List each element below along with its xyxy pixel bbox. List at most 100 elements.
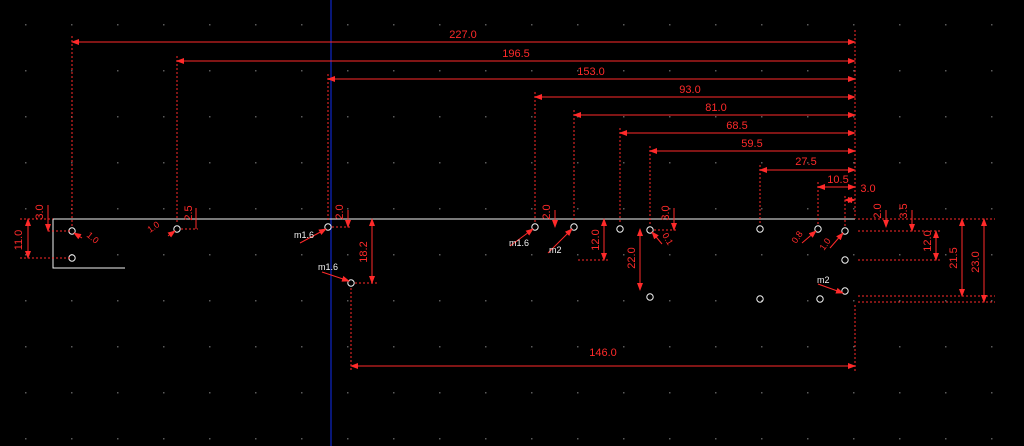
callout-m2-a: m2 — [549, 245, 562, 255]
diag-1-b: 1.0 — [145, 219, 161, 234]
grid-dot — [393, 392, 395, 394]
dim-21-5: 21.5 — [948, 247, 960, 268]
dim-93: 93.0 — [679, 84, 700, 96]
grid-dot — [255, 162, 257, 164]
grid-dot — [761, 70, 763, 72]
grid-dot — [439, 392, 441, 394]
grid-dot — [715, 24, 717, 26]
grid-dot — [899, 162, 901, 164]
grid-dot — [485, 24, 487, 26]
grid-dot — [301, 208, 303, 210]
grid-dot — [807, 300, 809, 302]
grid-dot — [945, 24, 947, 26]
grid-dot — [623, 24, 625, 26]
hole — [531, 223, 539, 231]
dim-227: 227.0 — [449, 29, 477, 41]
grid-dot — [209, 24, 211, 26]
grid-dot — [623, 346, 625, 348]
grid-dot — [531, 70, 533, 72]
grid-dot — [71, 346, 73, 348]
diag-0-1: 0.1 — [660, 231, 675, 247]
dim-81: 81.0 — [705, 102, 726, 114]
dim-12-a: 12.0 — [590, 229, 602, 250]
dim-27: 27.5 — [795, 156, 816, 168]
grid-dot — [669, 70, 671, 72]
grid-dot — [761, 300, 763, 302]
grid-dot — [899, 70, 901, 72]
grid-dot — [853, 346, 855, 348]
grid-dot — [669, 254, 671, 256]
grid-dot — [991, 300, 993, 302]
dim-153: 153.0 — [577, 66, 605, 78]
grid-dot — [255, 392, 257, 394]
grid-dot — [209, 70, 211, 72]
grid-dot — [439, 438, 441, 440]
grid-dot — [301, 254, 303, 256]
dim-11: 11.0 — [13, 230, 25, 251]
grid-dot — [945, 208, 947, 210]
grid-dot — [807, 70, 809, 72]
grid-dot — [531, 392, 533, 394]
callout-m1-6-a: m1.6 — [294, 230, 314, 240]
grid-dot — [807, 392, 809, 394]
grid-dot — [347, 116, 349, 118]
grid-dot — [163, 116, 165, 118]
dim-59: 59.5 — [741, 138, 762, 150]
grid-dot — [669, 438, 671, 440]
grid-dot — [117, 24, 119, 26]
diag-1-c: 1.0 — [817, 236, 832, 252]
grid-dot — [347, 254, 349, 256]
grid-dot — [209, 162, 211, 164]
grid-dot — [715, 438, 717, 440]
grid-dot — [209, 392, 211, 394]
grid-dot — [853, 162, 855, 164]
hole — [756, 225, 764, 233]
grid-dot — [715, 70, 717, 72]
grid-dot — [25, 346, 27, 348]
grid-dot — [347, 208, 349, 210]
grid-dot — [485, 392, 487, 394]
grid-dot — [255, 254, 257, 256]
grid-dot — [163, 392, 165, 394]
grid-dot — [945, 254, 947, 256]
grid-dot — [209, 116, 211, 118]
grid-dot — [163, 300, 165, 302]
dimension-text-layer: 227.0 196.5 153.0 93.0 81.0 68.5 59.5 27… — [13, 29, 982, 359]
grid-dot — [117, 162, 119, 164]
grid-dot — [255, 70, 257, 72]
hole — [347, 279, 355, 287]
grid-dot — [439, 70, 441, 72]
grid-dot — [807, 24, 809, 26]
grid-dot — [715, 346, 717, 348]
grid-dot — [393, 300, 395, 302]
grid-dot — [255, 300, 257, 302]
grid-dot — [439, 116, 441, 118]
dim-12-b: 12.0 — [922, 230, 934, 251]
grid-dot — [255, 346, 257, 348]
dim-3-left: 3.0 — [34, 204, 46, 219]
grid-dot — [71, 392, 73, 394]
part-outline[interactable] — [52, 218, 855, 269]
grid-dot — [945, 162, 947, 164]
grid-dot — [761, 116, 763, 118]
dim-3-top: 3.0 — [860, 183, 875, 195]
grid-dot — [117, 300, 119, 302]
grid-dot — [991, 208, 993, 210]
dim-3-b: 3.0 — [660, 205, 672, 220]
grid-dot — [485, 162, 487, 164]
grid-dot — [991, 438, 993, 440]
grid-dot — [899, 300, 901, 302]
dim-2-a: 2.0 — [334, 204, 346, 219]
grid-dot — [669, 162, 671, 164]
callout-m1-6-b: m1.6 — [318, 262, 338, 272]
grid-dot — [715, 208, 717, 210]
grid-dot — [117, 346, 119, 348]
grid-dot — [807, 208, 809, 210]
grid-dot — [991, 392, 993, 394]
grid-dot — [71, 438, 73, 440]
grid-dot — [301, 116, 303, 118]
grid-dot — [577, 208, 579, 210]
grid-dot — [623, 254, 625, 256]
grid-dot — [531, 162, 533, 164]
